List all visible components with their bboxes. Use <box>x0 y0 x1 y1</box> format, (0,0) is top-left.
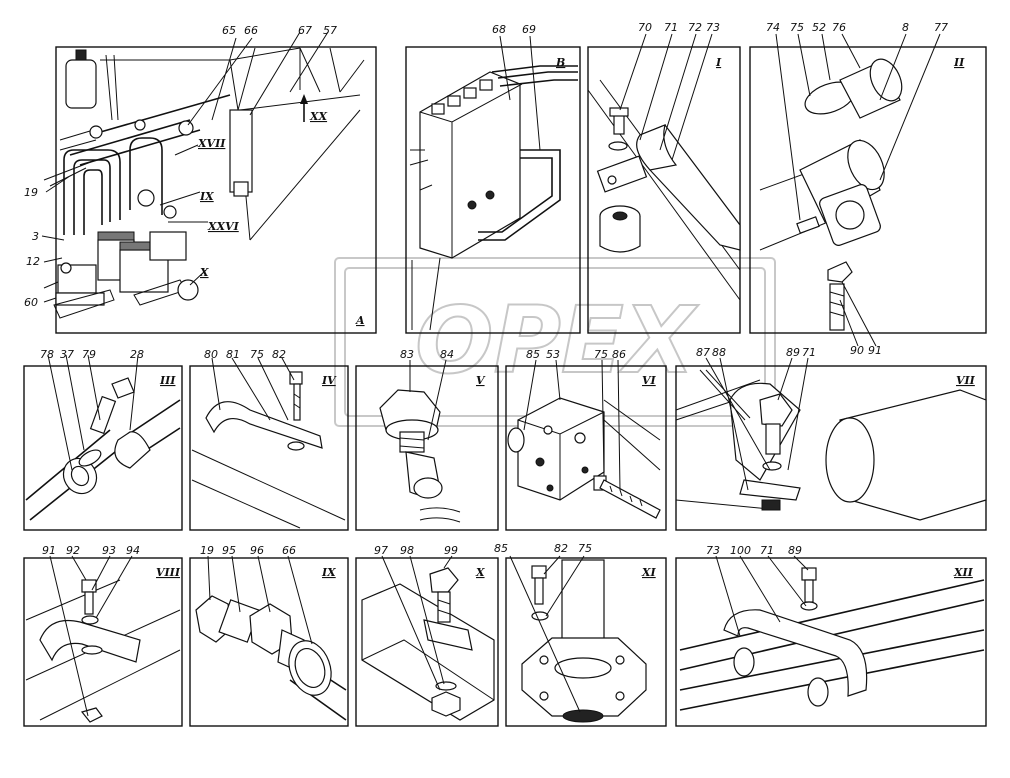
callout-77: 77 <box>934 21 948 34</box>
callout-78: 78 <box>40 348 54 361</box>
callout-70: 70 <box>638 21 652 34</box>
callout-92: 92 <box>66 544 80 557</box>
panel-b: 68 69 B <box>405 23 581 334</box>
panel-a: 65 66 67 57 19 3 12 60 XVII IX XXVI X XX… <box>24 24 377 334</box>
view-label-x: X <box>199 266 209 279</box>
callout-99: 99 <box>444 544 458 557</box>
panel-i-label: I <box>715 56 722 69</box>
callout-37: 37 <box>60 348 74 361</box>
callout-73: 73 <box>706 544 720 557</box>
panel-iv-label: IV <box>321 374 337 387</box>
callout-94: 94 <box>126 544 140 557</box>
callout-57: 57 <box>323 24 337 37</box>
view-label-ix: IX <box>199 190 214 203</box>
panel-vii-label: VII <box>956 374 976 387</box>
callout-67: 67 <box>298 24 312 37</box>
panel-xi-label: XI <box>641 566 657 579</box>
panel-b-label: B <box>555 56 565 69</box>
callout-71: 71 <box>802 346 816 359</box>
panel-i: 70 71 72 73 I <box>587 21 741 334</box>
callout-90: 90 <box>850 344 864 357</box>
view-label-xvii: XVII <box>197 137 226 150</box>
callout-88: 88 <box>712 346 726 359</box>
callout-66: 66 <box>244 24 258 37</box>
view-label-xx: XX <box>309 110 328 123</box>
callout-96: 96 <box>250 544 264 557</box>
panel-v: 83 84 V <box>355 348 499 531</box>
callout-19: 19 <box>200 544 214 557</box>
callout-89: 89 <box>786 346 800 359</box>
panel-xii-label: XII <box>953 566 974 579</box>
callout-74: 74 <box>766 21 780 34</box>
panel-ii: 74 75 52 76 8 77 90 91 II <box>749 21 987 357</box>
callout-82: 82 <box>554 542 568 555</box>
panel-ix: 19 95 96 66 IX <box>189 544 349 727</box>
callout-19: 19 <box>24 186 38 199</box>
callout-81: 81 <box>226 348 240 361</box>
panel-viii-label: VIII <box>156 566 181 579</box>
panel-xi: 85 82 75 XI <box>494 542 667 727</box>
callout-3: 3 <box>32 230 39 243</box>
callout-82: 82 <box>272 348 286 361</box>
callout-91: 91 <box>868 344 882 357</box>
callout-53: 53 <box>546 348 560 361</box>
panel-vi-label: VI <box>642 374 657 387</box>
callout-85: 85 <box>494 542 508 555</box>
callout-66: 66 <box>282 544 296 557</box>
callout-52: 52 <box>812 21 826 34</box>
callout-100: 100 <box>730 544 751 557</box>
panel-iii: 78 37 79 28 III <box>23 348 183 531</box>
watermark-text: OPEX <box>415 287 698 394</box>
callout-80: 80 <box>204 348 218 361</box>
callout-72: 72 <box>688 21 702 34</box>
panel-x-label: X <box>475 566 485 579</box>
callout-97: 97 <box>374 544 388 557</box>
panel-a-label: A <box>355 314 365 327</box>
panel-iii-label: III <box>159 374 176 387</box>
callout-98: 98 <box>400 544 414 557</box>
view-label-xxvi: XXVI <box>207 220 240 233</box>
panel-iv: 80 81 75 82 IV <box>189 348 349 531</box>
callout-85: 85 <box>526 348 540 361</box>
callout-68: 68 <box>492 23 506 36</box>
callout-91: 91 <box>42 544 56 557</box>
callout-86: 86 <box>612 348 626 361</box>
panel-vii: 87 88 89 71 VII <box>675 346 987 531</box>
callout-93: 93 <box>102 544 116 557</box>
panel-xii: 73 100 71 89 XII <box>675 544 987 727</box>
callout-12: 12 <box>26 255 40 268</box>
callout-73: 73 <box>706 21 720 34</box>
callout-69: 69 <box>522 23 536 36</box>
callout-28: 28 <box>130 348 144 361</box>
callout-89: 89 <box>788 544 802 557</box>
panel-x: 97 98 99 X <box>355 544 499 727</box>
callout-95: 95 <box>222 544 236 557</box>
callout-71: 71 <box>664 21 678 34</box>
callout-75: 75 <box>790 21 804 34</box>
callout-75: 75 <box>578 542 592 555</box>
callout-71: 71 <box>760 544 774 557</box>
callout-84: 84 <box>440 348 454 361</box>
callout-8: 8 <box>902 21 909 34</box>
panel-ix-label: IX <box>321 566 336 579</box>
callout-75: 75 <box>250 348 264 361</box>
callout-79: 79 <box>82 348 96 361</box>
watermark: OPEX <box>334 257 776 427</box>
callout-75: 75 <box>594 348 608 361</box>
panel-v-label: V <box>476 374 486 387</box>
callout-87: 87 <box>696 346 710 359</box>
panel-vi: 85 53 75 86 VI <box>505 348 667 531</box>
callout-83: 83 <box>400 348 414 361</box>
callout-60: 60 <box>24 296 38 309</box>
panel-ii-label: II <box>953 56 965 69</box>
panel-viii: 91 92 93 94 VIII <box>23 544 183 727</box>
callout-65: 65 <box>222 24 236 37</box>
callout-76: 76 <box>832 21 846 34</box>
